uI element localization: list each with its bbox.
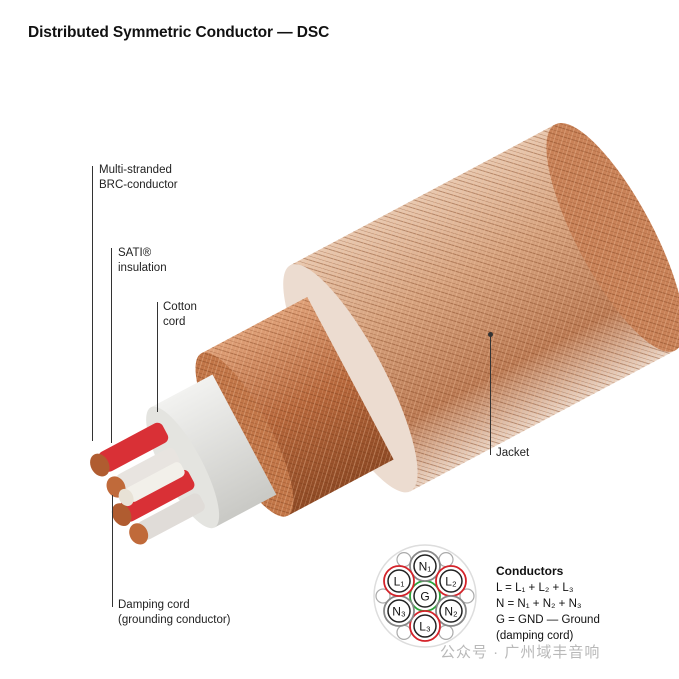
svg-text:L₂: L₂ [445, 575, 457, 589]
label-insulation-line1: SATI® [118, 247, 152, 259]
conductor-G: G [409, 580, 441, 612]
conductors [90, 422, 205, 545]
label-conductor-line2: BRC-conductor [99, 179, 178, 191]
filler-cord [375, 588, 391, 604]
filler-cord [438, 552, 454, 568]
conductors-legend: Conductors L = L₁ + L₂ + L₃ N = N₁ + N₂ … [496, 563, 600, 644]
conductor-leader-line [92, 166, 93, 441]
label-insulation-line2: insulation [118, 262, 167, 274]
svg-text:N₃: N₃ [392, 605, 406, 619]
svg-text:N₂: N₂ [444, 605, 458, 619]
conductor-N₂: N₂ [435, 595, 467, 627]
svg-text:L₁: L₁ [394, 575, 405, 589]
filler-cord [396, 552, 412, 568]
legend-line: G = GND — Ground [496, 614, 600, 626]
label-damping-line2: (grounding conductor) [118, 614, 231, 626]
filler-cord [396, 624, 412, 640]
conductor-N₃: N₃ [383, 595, 415, 627]
svg-text:L₃: L₃ [419, 620, 431, 634]
jacket-leader-line [490, 335, 491, 455]
insulation-leader-line [111, 248, 112, 443]
cotton-leader-line [157, 302, 158, 412]
label-insulation: SATI® insulation [118, 246, 167, 276]
conductor-L₂: L₂ [435, 565, 467, 597]
watermark: 公众号 · 广州域丰音响 [440, 644, 601, 661]
label-cotton-line2: cord [163, 316, 186, 328]
damping-leader-line [112, 495, 113, 607]
label-cotton: Cotton cord [163, 300, 197, 330]
conductor-L₁: L₁ [383, 565, 415, 597]
jacket [283, 122, 679, 493]
label-jacket: Jacket [496, 447, 530, 459]
label-conductor-line1: Multi-stranded [99, 164, 172, 176]
conductor-L₃: L₃ [409, 610, 441, 642]
page-title: Distributed Symmetric Conductor — DSC [28, 24, 330, 41]
legend-line: L = L₁ + L₂ + L₃ [496, 582, 574, 594]
conductor-N₁: N₁ [409, 550, 441, 582]
legend-line: (damping cord) [496, 630, 574, 642]
legend-heading: Conductors [496, 564, 564, 578]
filler-cord [459, 588, 475, 604]
label-conductor: Multi-stranded BRC-conductor [99, 163, 178, 193]
jacket-leader-dot [488, 332, 493, 337]
filler-cord [438, 624, 454, 640]
svg-text:G: G [420, 590, 429, 604]
svg-text:N₁: N₁ [419, 560, 432, 574]
legend-line: N = N₁ + N₂ + N₃ [496, 598, 582, 610]
cross-section-diagram: G N₁ L₂ N₂ L₃ N₃ L₁ [373, 544, 477, 648]
label-damping-line1: Damping cord [118, 599, 190, 611]
label-cotton-line1: Cotton [163, 301, 197, 313]
label-damping: Damping cord (grounding conductor) [118, 598, 231, 628]
